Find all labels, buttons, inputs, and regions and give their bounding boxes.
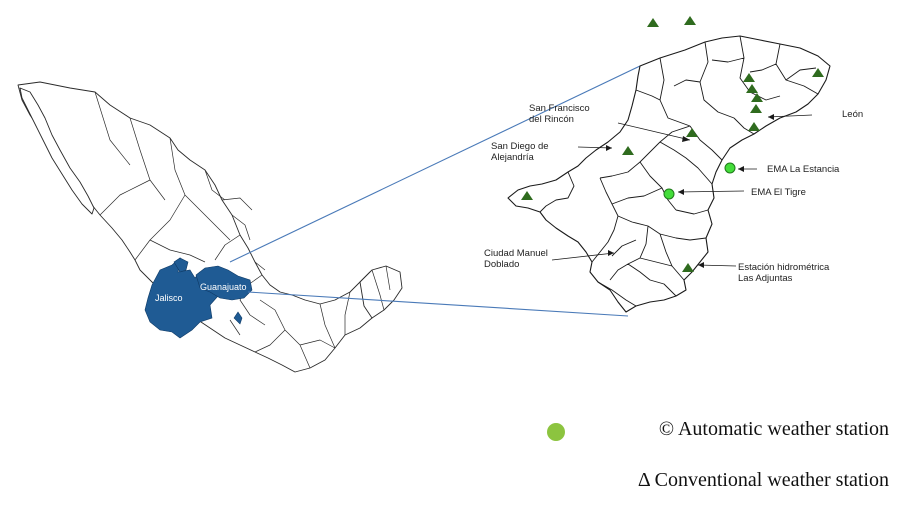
automatic-station-legend-dot [547,423,565,441]
connector-line-top [229,65,641,263]
estacion-hidrometrica-label: Estación hidrométrica Las Adjuntas [738,262,832,284]
conventional-station-marker [622,146,634,155]
automatic-station-legend: © Automatic weather station [659,418,889,441]
baja-california [19,87,95,215]
conventional-station-marker [750,104,762,113]
conventional-station-marker [647,18,659,27]
conventional-station-marker [812,68,824,77]
estacion-hidrometrica-line-1: Estación hidrométrica [738,262,830,273]
san-francisco-line-1: San Francisco [529,103,590,114]
conventional-stations [521,16,824,272]
small-highlight [233,311,243,325]
automatic-station-marker [663,188,675,200]
leon-label: León [842,109,863,120]
automatic-station-legend-label: © Automatic weather station [658,418,889,440]
yucatan-peninsula [359,265,403,319]
conventional-station-marker [686,128,698,137]
automatic-stations [663,162,736,200]
ciudad-manuel-doblado-label: Ciudad Manuel Doblado [484,248,551,270]
conventional-station-marker [751,93,763,102]
guanajuato-label: Guanajuato [200,282,247,292]
watershed-outline [507,35,831,313]
jalisco-north-lobe [173,257,189,273]
state-borders [94,91,391,369]
leader-lines [551,114,813,267]
ciudad-manuel-doblado-line-1: Ciudad Manuel [484,248,548,259]
conventional-station-legend: Δ Conventional weather station [638,469,889,492]
estacion-hidrometrica-line-2: Las Adjuntas [738,273,793,284]
san-francisco-line-2: del Rincón [529,114,574,125]
conventional-station-marker [684,16,696,25]
conventional-station-marker [746,84,758,93]
jalisco-label: Jalisco [155,293,183,303]
mexico-outline [17,81,401,373]
conventional-station-legend-label: Δ Conventional weather station [637,469,889,491]
guanajuato-region [195,265,253,301]
conventional-station-marker [682,263,694,272]
watershed-map [507,35,831,313]
subbasin-lines [539,35,819,307]
san-francisco-label: San Francisco del Rincón [529,103,592,125]
ema-la-estancia-label: EMA La Estancia [767,164,840,175]
ema-el-tigre-label: EMA El Tigre [751,187,806,198]
san-diego-label: San Diego de Alejandría [491,141,551,163]
mexico-map [17,81,403,373]
connector-line-bottom [247,291,629,317]
ciudad-manuel-doblado-line-2: Doblado [484,259,519,270]
san-diego-line-2: Alejandría [491,152,534,163]
automatic-station-marker [724,162,736,174]
san-diego-line-1: San Diego de [491,141,549,152]
conventional-station-marker [521,191,533,200]
conventional-station-marker [748,122,760,131]
conventional-station-marker [743,73,755,82]
leader-arrowheads [606,114,774,268]
